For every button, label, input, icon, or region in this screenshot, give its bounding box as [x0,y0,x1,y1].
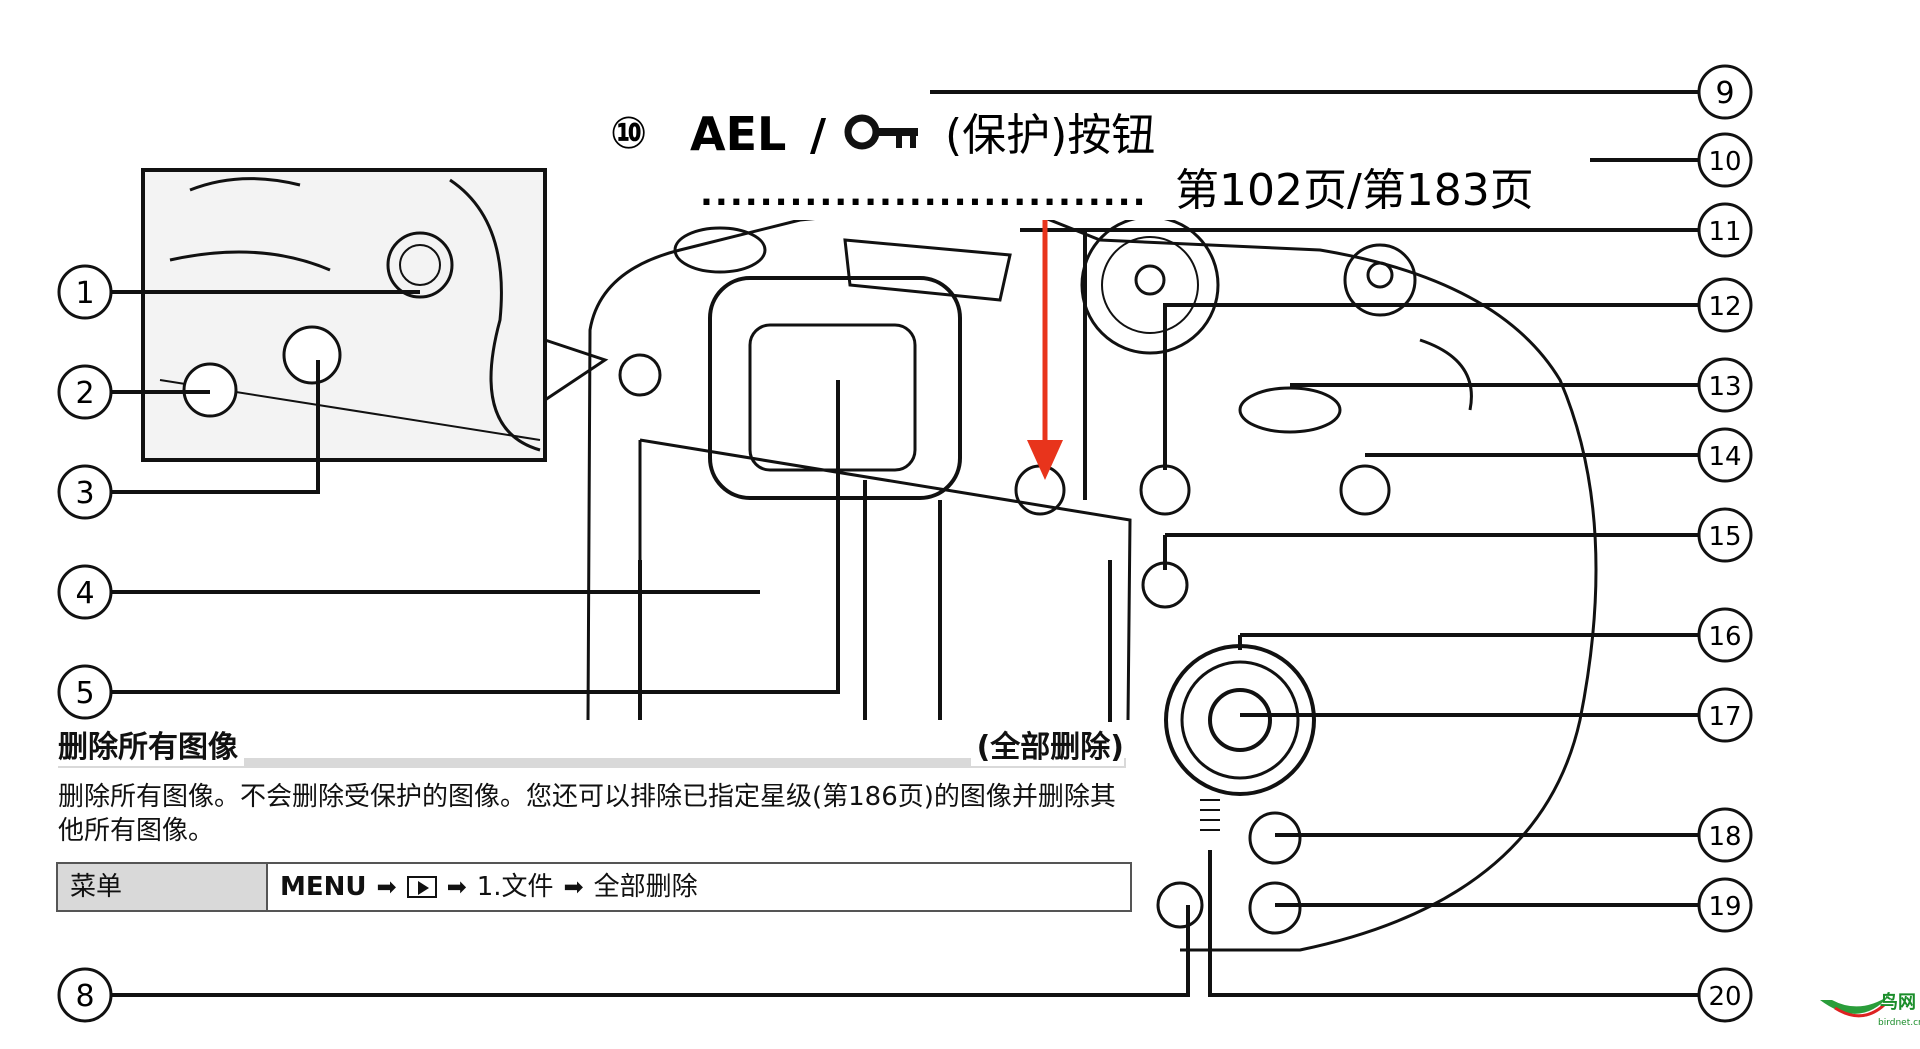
label-14: 14 [1697,427,1753,483]
label-13: 13 [1697,357,1753,413]
svg-text:13: 13 [1708,372,1741,402]
callout-dots: .............................. [700,174,1147,214]
key-icon [844,114,918,150]
menu-folder: 1.文件 [476,872,554,902]
arrow-right-icon: ➡ [446,873,467,901]
label-12: 12 [1697,277,1753,333]
section-rule [58,758,1126,768]
svg-text:10: 10 [1708,147,1741,177]
svg-text:15: 15 [1708,522,1741,552]
menu-item: 全部删除 [593,872,698,902]
menu-keyword: MENU [280,872,367,902]
inset-detail [141,168,609,462]
svg-text:8: 8 [75,979,94,1014]
menu-label: 菜单 [58,864,268,910]
arrow-right-icon: ➡ [376,873,397,901]
svg-text:14: 14 [1708,442,1741,472]
svg-text:20: 20 [1708,982,1741,1012]
svg-text:5: 5 [75,676,94,711]
label-11: 11 [1697,202,1753,258]
svg-text:17: 17 [1708,702,1741,732]
watermark-url: birdnet.cn [1878,1018,1920,1028]
callout-number: ⑩ [610,108,647,159]
svg-text:4: 4 [75,576,94,611]
menu-path-table: 菜单 MENU ➡ ➡ 1.文件 ➡ 全部删除 [56,862,1132,912]
label-15: 15 [1697,507,1753,563]
section-title: 删除所有图像 [58,722,244,766]
label-5: 5 [57,664,113,720]
svg-text:11: 11 [1708,217,1741,247]
label-4: 4 [57,564,113,620]
label-1: 1 [57,264,113,320]
callout-pages: 第102页/第183页 [1175,165,1534,216]
section-description: 删除所有图像。不会删除受保护的图像。您还可以排除已指定星级(第186页)的图像并… [58,780,1128,848]
svg-text:12: 12 [1708,292,1741,322]
watermark: 鸟网 birdnet.cn [1820,991,1920,1028]
svg-text:16: 16 [1708,622,1741,652]
svg-text:18: 18 [1708,822,1741,852]
label-3: 3 [57,464,113,520]
label-16: 16 [1697,607,1753,663]
watermark-name: 鸟网 [1880,991,1916,1013]
label-2: 2 [57,364,113,420]
callout-separator: / [810,110,827,161]
playback-icon [406,876,437,898]
svg-text:9: 9 [1715,76,1734,111]
svg-text:2: 2 [75,376,94,411]
callout-button-name: AEL [690,107,786,161]
label-9: 9 [1697,64,1753,120]
svg-text:19: 19 [1708,892,1741,922]
callout-button-desc: (保护)按钮 [945,110,1155,161]
label-17: 17 [1697,687,1753,743]
svg-text:3: 3 [75,476,94,511]
arrow-right-icon: ➡ [563,873,584,901]
menu-path: MENU ➡ ➡ 1.文件 ➡ 全部删除 [268,864,1130,910]
label-18: 18 [1697,807,1753,863]
label-8: 8 [57,967,113,1023]
label-20: 20 [1697,967,1753,1023]
label-markers: 1 2 3 4 5 8 [57,264,113,1023]
svg-text:1: 1 [75,276,94,311]
pointer-arrow [1027,175,1063,480]
section-tag: (全部删除) [970,722,1124,766]
label-markers-right: 9 10 11 12 13 14 15 16 17 18 19 20 [1697,64,1753,1023]
camera-body [586,198,1598,952]
label-19: 19 [1697,877,1753,933]
leader-lines [105,90,1700,997]
label-10: 10 [1697,132,1753,188]
callout: ⑩ AEL / (保护)按钮 .........................… [600,100,1590,220]
